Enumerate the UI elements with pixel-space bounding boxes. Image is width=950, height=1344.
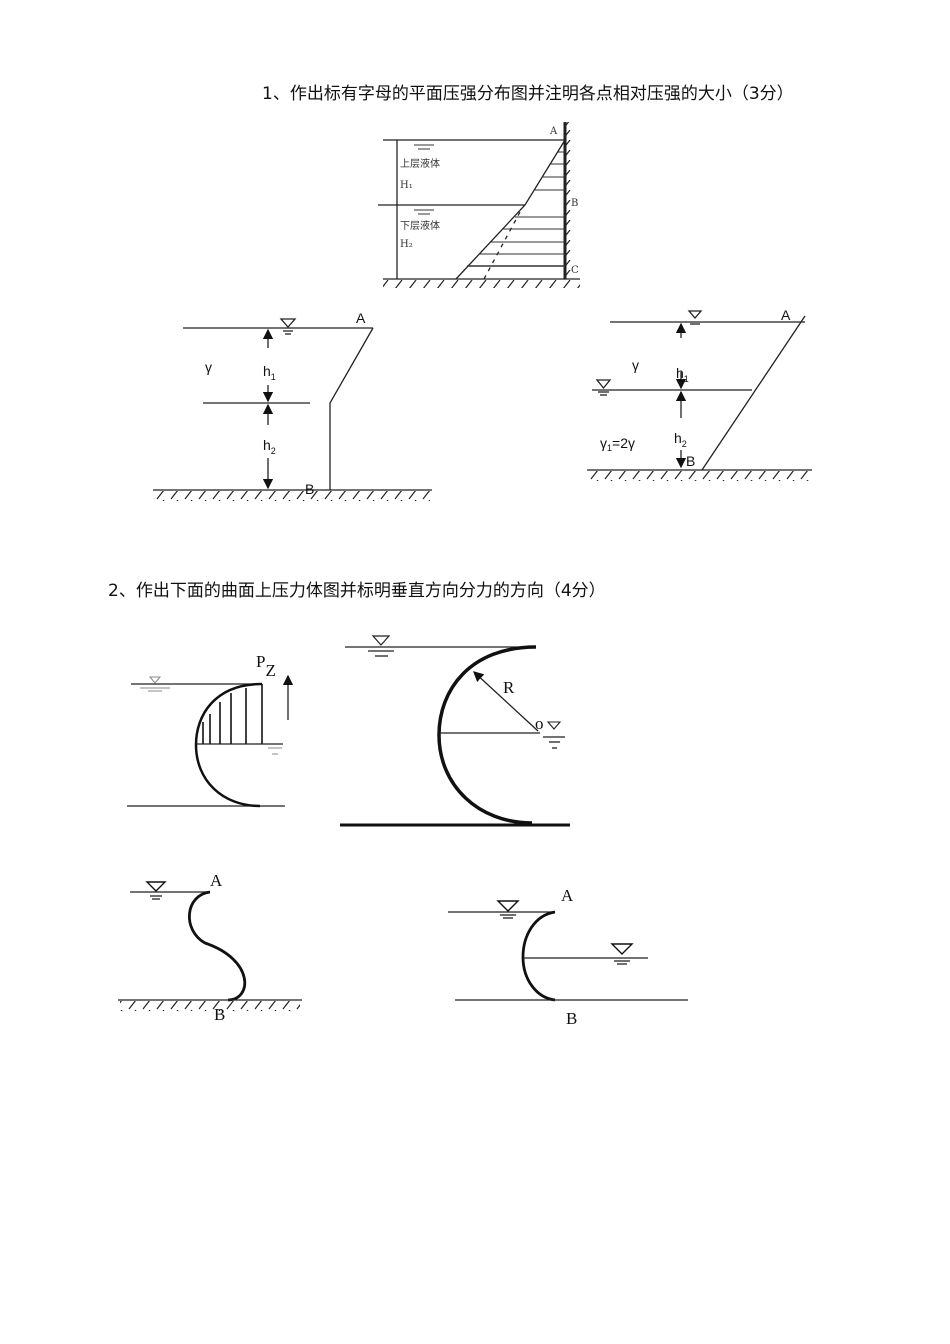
water-surface-icon bbox=[145, 881, 167, 892]
point-a-label: A bbox=[210, 871, 223, 890]
upper-liquid-label: 上层液体 bbox=[400, 157, 440, 170]
water-surface-icon bbox=[595, 379, 612, 390]
point-b-label: B bbox=[214, 1005, 225, 1024]
water-surface-icon bbox=[610, 943, 634, 955]
water-surface-icon bbox=[371, 635, 391, 646]
question-2-text: 2、作出下面的曲面上压力体图并标明垂直方向分力的方向（4分） bbox=[108, 581, 606, 601]
lower-liquid-label: 下层液体 bbox=[400, 219, 440, 232]
h2-label: H₂ bbox=[400, 239, 413, 250]
gamma-label: γ bbox=[205, 359, 212, 375]
point-b-label: B bbox=[305, 481, 314, 497]
gamma1-label: γ1=2γ bbox=[600, 435, 635, 453]
gamma-label: γ bbox=[632, 357, 639, 373]
point-a-label: A bbox=[356, 310, 366, 326]
question-1-text: 1、作出标有字母的平面压强分布图并注明各点相对压强的大小（3分） bbox=[262, 84, 794, 104]
water-surface-icon bbox=[279, 318, 297, 328]
point-b-label: B bbox=[571, 198, 578, 209]
point-b-label: B bbox=[566, 1009, 577, 1028]
h1-label: H₁ bbox=[400, 180, 413, 191]
h1-label: h1 bbox=[263, 363, 276, 382]
figure-bent-wall: γ h1 h2 A B bbox=[153, 310, 432, 501]
point-a-label: A bbox=[781, 307, 791, 323]
point-c-label: C bbox=[571, 265, 579, 276]
h2-label: h2 bbox=[263, 437, 276, 456]
h1-label: h1 bbox=[676, 365, 689, 384]
figure-curved-surface-pz: PZ bbox=[127, 652, 294, 808]
figure-two-layer-liquid: 上层液体 H₁ 下层液体 H₂ A B C bbox=[378, 122, 580, 288]
water-surface-icon bbox=[496, 900, 520, 912]
point-a-label: A bbox=[561, 886, 574, 905]
center-o-label: o bbox=[535, 714, 544, 733]
h2-label: h2 bbox=[674, 430, 687, 449]
figure-inclined-wall: γ γ1=2γ h1 h2 A B bbox=[587, 307, 812, 481]
point-b-label: B bbox=[686, 453, 695, 469]
pz-label: PZ bbox=[256, 652, 276, 680]
figure-circular-arc: R o bbox=[340, 635, 570, 827]
water-surface-icon bbox=[687, 310, 703, 319]
figure-semicircle-two-levels: A B bbox=[448, 886, 688, 1028]
figure-s-curve: A B bbox=[118, 871, 302, 1024]
point-a-label: A bbox=[549, 126, 558, 137]
radius-label: R bbox=[503, 678, 515, 697]
